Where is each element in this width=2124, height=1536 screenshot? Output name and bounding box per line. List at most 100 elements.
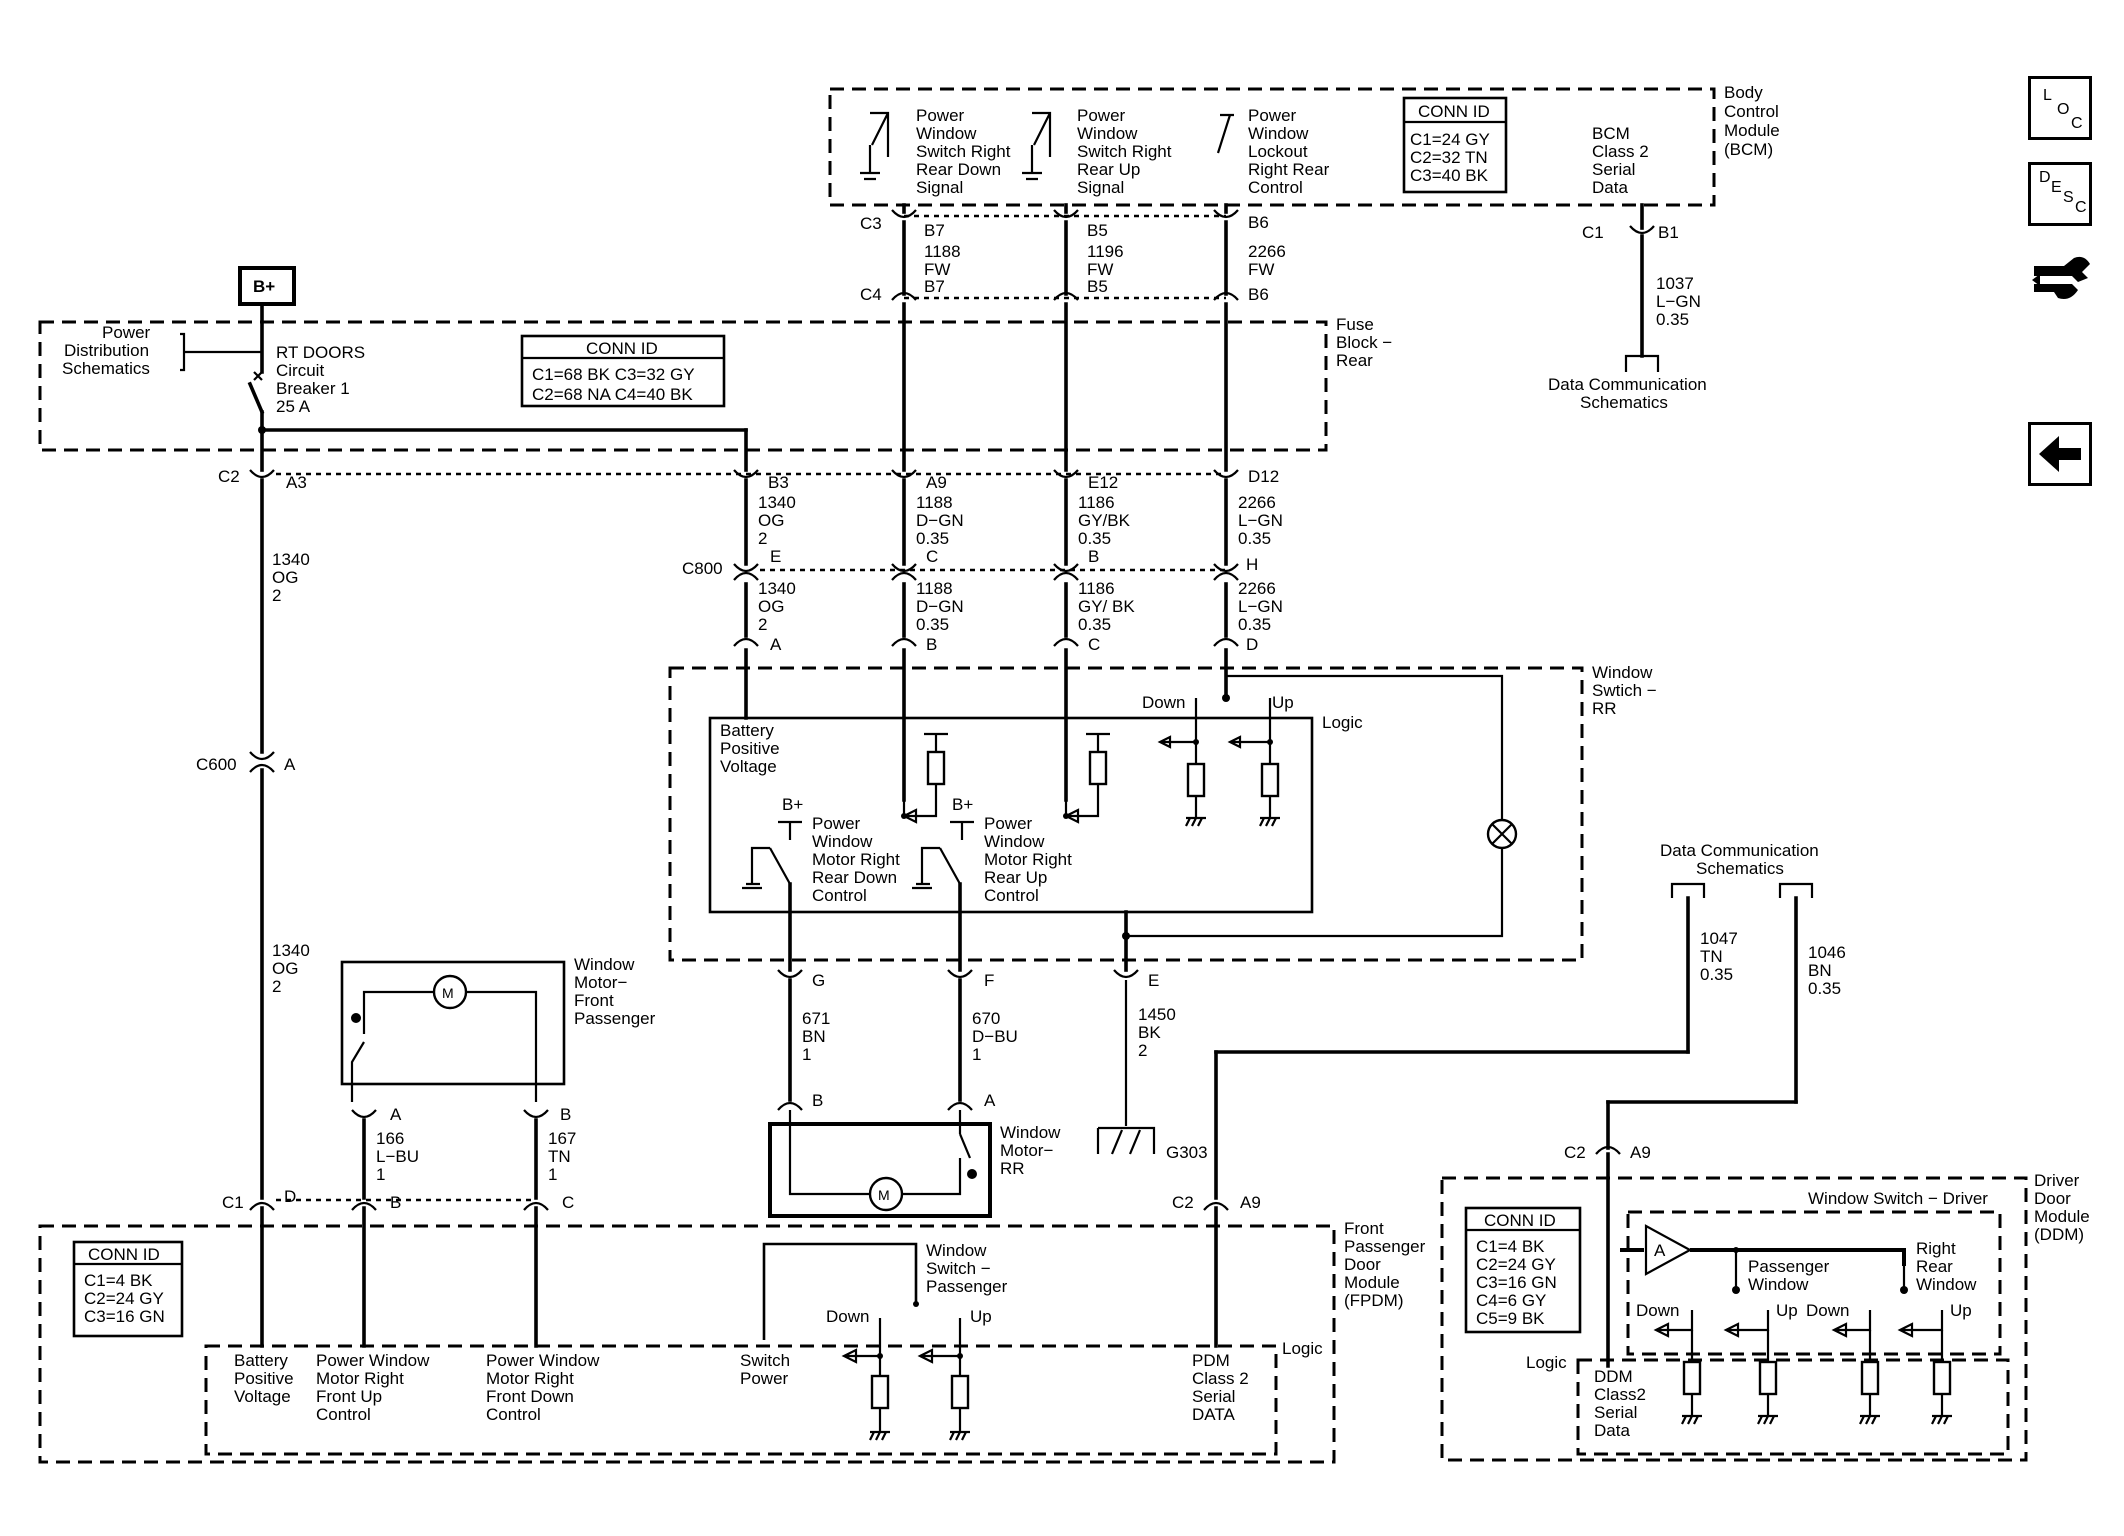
svg-text:Serial: Serial xyxy=(1592,160,1635,179)
fpdm-title: Front Passenger Door Module (FPDM) xyxy=(1344,1219,1426,1310)
svg-text:1: 1 xyxy=(802,1045,811,1064)
svg-text:Window: Window xyxy=(1592,663,1653,682)
bcm-sw-rear-down-label: Power Window Switch Right Rear Down Sign… xyxy=(916,106,1011,197)
rr-lower-connectors xyxy=(777,969,1139,979)
rr-logic-box xyxy=(708,716,1314,914)
fpdm-switch-power-label: Switch Power xyxy=(740,1351,790,1388)
svg-text:L−GN: L−GN xyxy=(1238,511,1283,530)
svg-text:Data: Data xyxy=(1594,1421,1630,1440)
wire-1037-label: 1037 L−GN 0.35 xyxy=(1656,274,1701,329)
svg-text:2: 2 xyxy=(272,586,281,605)
ddm-resistors xyxy=(1681,1330,1952,1425)
svg-text:TN: TN xyxy=(548,1147,571,1166)
svg-text:(FPDM): (FPDM) xyxy=(1344,1291,1403,1310)
motor-fp-title: Window Motor− Front Passenger xyxy=(574,955,656,1028)
svg-text:Window: Window xyxy=(1248,124,1309,143)
svg-text:DDM: DDM xyxy=(1594,1367,1633,1386)
ddm-logic-label: Logic xyxy=(1526,1353,1567,1372)
svg-text:Switch Right: Switch Right xyxy=(1077,142,1172,161)
svg-text:1188: 1188 xyxy=(924,242,961,261)
svg-text:Lockout: Lockout xyxy=(1248,142,1308,161)
svg-text:Power: Power xyxy=(1077,106,1126,125)
c2-pin-a9: A9 xyxy=(926,473,947,492)
svg-text:Passenger: Passenger xyxy=(1748,1257,1830,1276)
svg-text:2266: 2266 xyxy=(1238,493,1276,512)
lower-wire-labels: 1340 OG 2 1188 D−GN 0.35 1186 GY/ BK 0.3… xyxy=(758,579,1283,634)
svg-text:Control: Control xyxy=(486,1405,541,1424)
svg-text:0.35: 0.35 xyxy=(916,529,949,548)
bcm-conn-id-box xyxy=(1402,96,1508,194)
wrench-svg xyxy=(2032,256,2090,299)
svg-text:(DDM): (DDM) xyxy=(2034,1225,2084,1244)
svg-text:1188: 1188 xyxy=(916,493,953,512)
svg-text:RR: RR xyxy=(1592,699,1617,718)
svg-text:1188: 1188 xyxy=(916,579,953,598)
svg-text:Door: Door xyxy=(1344,1255,1381,1274)
svg-text:670: 670 xyxy=(972,1009,1000,1028)
svg-text:Schematics: Schematics xyxy=(1696,859,1784,878)
bplus-box xyxy=(238,266,296,306)
svg-text:PDM: PDM xyxy=(1192,1351,1230,1370)
wire-166-label: 166 L−BU 1 xyxy=(376,1129,419,1184)
svg-text:Switch: Switch xyxy=(740,1351,790,1370)
svg-text:Signal: Signal xyxy=(1077,178,1124,197)
wrench-icon[interactable] xyxy=(2028,244,2096,312)
svg-text:25 A: 25 A xyxy=(276,397,311,416)
svg-text:Power: Power xyxy=(740,1369,789,1388)
left-wire-label: 1340 OG 2 xyxy=(272,550,310,605)
svg-text:(BCM): (BCM) xyxy=(1724,140,1773,159)
svg-text:Rear: Rear xyxy=(1916,1257,1953,1276)
svg-text:Rear Up: Rear Up xyxy=(984,868,1047,887)
ddm-amp-label: A xyxy=(1654,1241,1666,1260)
svg-text:Class2: Class2 xyxy=(1594,1385,1646,1404)
motor-rr-icon xyxy=(868,1176,904,1212)
svg-text:Positive: Positive xyxy=(234,1369,294,1388)
fpdm-c1-label: C1 xyxy=(222,1193,244,1212)
desc-icon[interactable]: D E S C xyxy=(2028,162,2092,226)
svg-text:Passenger: Passenger xyxy=(926,1277,1008,1296)
svg-text:Positive: Positive xyxy=(720,739,780,758)
svg-text:1046: 1046 xyxy=(1808,943,1846,962)
loc-icon[interactable]: L O C xyxy=(2028,76,2092,140)
svg-text:Distribution: Distribution xyxy=(64,341,149,360)
svg-text:C2=24 GY: C2=24 GY xyxy=(1476,1255,1556,1274)
svg-text:Driver: Driver xyxy=(2034,1171,2080,1190)
svg-text:Serial: Serial xyxy=(1192,1387,1235,1406)
svg-text:Schematics: Schematics xyxy=(62,359,150,378)
ddm-down-1: Down xyxy=(1636,1301,1679,1320)
svg-text:Right Rear: Right Rear xyxy=(1248,160,1330,179)
svg-text:Battery: Battery xyxy=(720,721,774,740)
ddm-boundary xyxy=(1440,1176,2028,1462)
svg-text:1: 1 xyxy=(972,1045,981,1064)
c800-pin-b: B xyxy=(1088,547,1099,566)
svg-text:Power: Power xyxy=(1248,106,1297,125)
svg-text:1037: 1037 xyxy=(1656,274,1694,293)
fuse-block-rear-title: Fuse Block − Rear xyxy=(1336,315,1392,370)
rr-pin-g: G xyxy=(812,971,825,990)
rr-bplus-2: B+ xyxy=(952,795,973,814)
ddm-conn-id: CONN ID C1=4 BK C2=24 GY C3=16 GN C4=6 G… xyxy=(1476,1211,1557,1328)
wire-2266-fw-label: 2266 FW xyxy=(1248,242,1286,279)
motor-rr-m: M xyxy=(878,1187,890,1203)
rr-down-resistor xyxy=(1186,762,1206,798)
wire-670-label: 670 D−BU 1 xyxy=(972,1009,1018,1064)
c4-pin-b5: B5 xyxy=(1087,277,1108,296)
svg-text:1186: 1186 xyxy=(1078,493,1115,512)
svg-text:1186: 1186 xyxy=(1078,579,1115,598)
svg-text:Front: Front xyxy=(574,991,614,1010)
bcm-pin-b1: B1 xyxy=(1658,223,1679,242)
arrow-left-icon xyxy=(2039,436,2081,472)
ddm-title: Driver Door Module (DDM) xyxy=(2034,1171,2090,1244)
back-button[interactable] xyxy=(2028,422,2092,486)
bcm-pin-b6: B6 xyxy=(1248,213,1269,232)
svg-text:0.35: 0.35 xyxy=(1078,529,1111,548)
svg-text:C5=9 BK: C5=9 BK xyxy=(1476,1309,1545,1328)
svg-text:1340: 1340 xyxy=(758,493,796,512)
g303-ground-icon xyxy=(1096,1126,1156,1155)
svg-text:Power Window: Power Window xyxy=(486,1351,600,1370)
svg-text:Power: Power xyxy=(984,814,1033,833)
svg-text:166: 166 xyxy=(376,1129,404,1148)
svg-text:2266: 2266 xyxy=(1238,579,1276,598)
ddm-up-1: Up xyxy=(1776,1301,1798,1320)
svg-text:1450: 1450 xyxy=(1138,1005,1176,1024)
